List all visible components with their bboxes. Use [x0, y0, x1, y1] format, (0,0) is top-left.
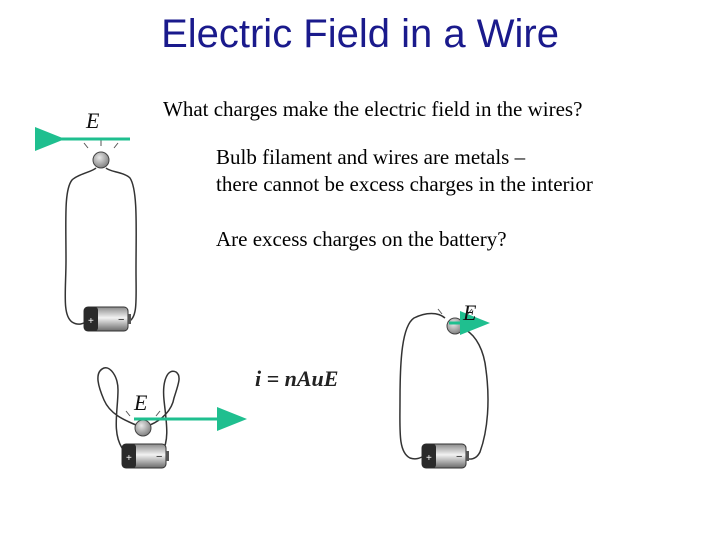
circuit-2-battery	[121, 443, 169, 469]
field-label-2: E	[134, 390, 148, 415]
circuit-2-wire-right	[149, 370, 180, 453]
circuit-1-bulb	[83, 140, 119, 169]
circuit-2-bulb	[125, 410, 161, 437]
circuit-3-minus-label: −	[456, 451, 462, 463]
circuit-3-plus-label: +	[426, 453, 432, 464]
circuit-1-wire-left	[64, 167, 97, 325]
circuit-1-battery	[83, 306, 131, 332]
circuit-3: + −	[399, 308, 490, 469]
field-label-3: E	[463, 300, 477, 325]
statement-line-1: Bulb filament and wires are metals –	[216, 145, 526, 169]
circuit-3-wire-right	[463, 329, 489, 460]
circuit-1-plus-label: +	[88, 316, 94, 327]
circuit-1-minus-label: −	[118, 314, 124, 326]
slide-title: Electric Field in a Wire	[161, 12, 559, 56]
circuit-3-battery	[421, 443, 469, 469]
circuit-2-plus-label: +	[126, 453, 132, 464]
circuit-3-wire-left	[399, 312, 446, 460]
question-2-text: Are excess charges on the battery?	[216, 227, 507, 251]
circuit-1-wire-right	[105, 167, 137, 324]
field-label-1: E	[86, 108, 100, 133]
circuit-2-minus-label: −	[156, 451, 162, 463]
circuit-2: + −	[97, 367, 247, 469]
statement-line-2: there cannot be excess charges in the in…	[216, 172, 593, 196]
current-equation: i = nAuE	[255, 366, 339, 391]
circuit-2-wire-left	[97, 367, 137, 449]
question-text: What charges make the electric field in …	[163, 97, 583, 121]
circuit-1: + −	[35, 127, 137, 332]
